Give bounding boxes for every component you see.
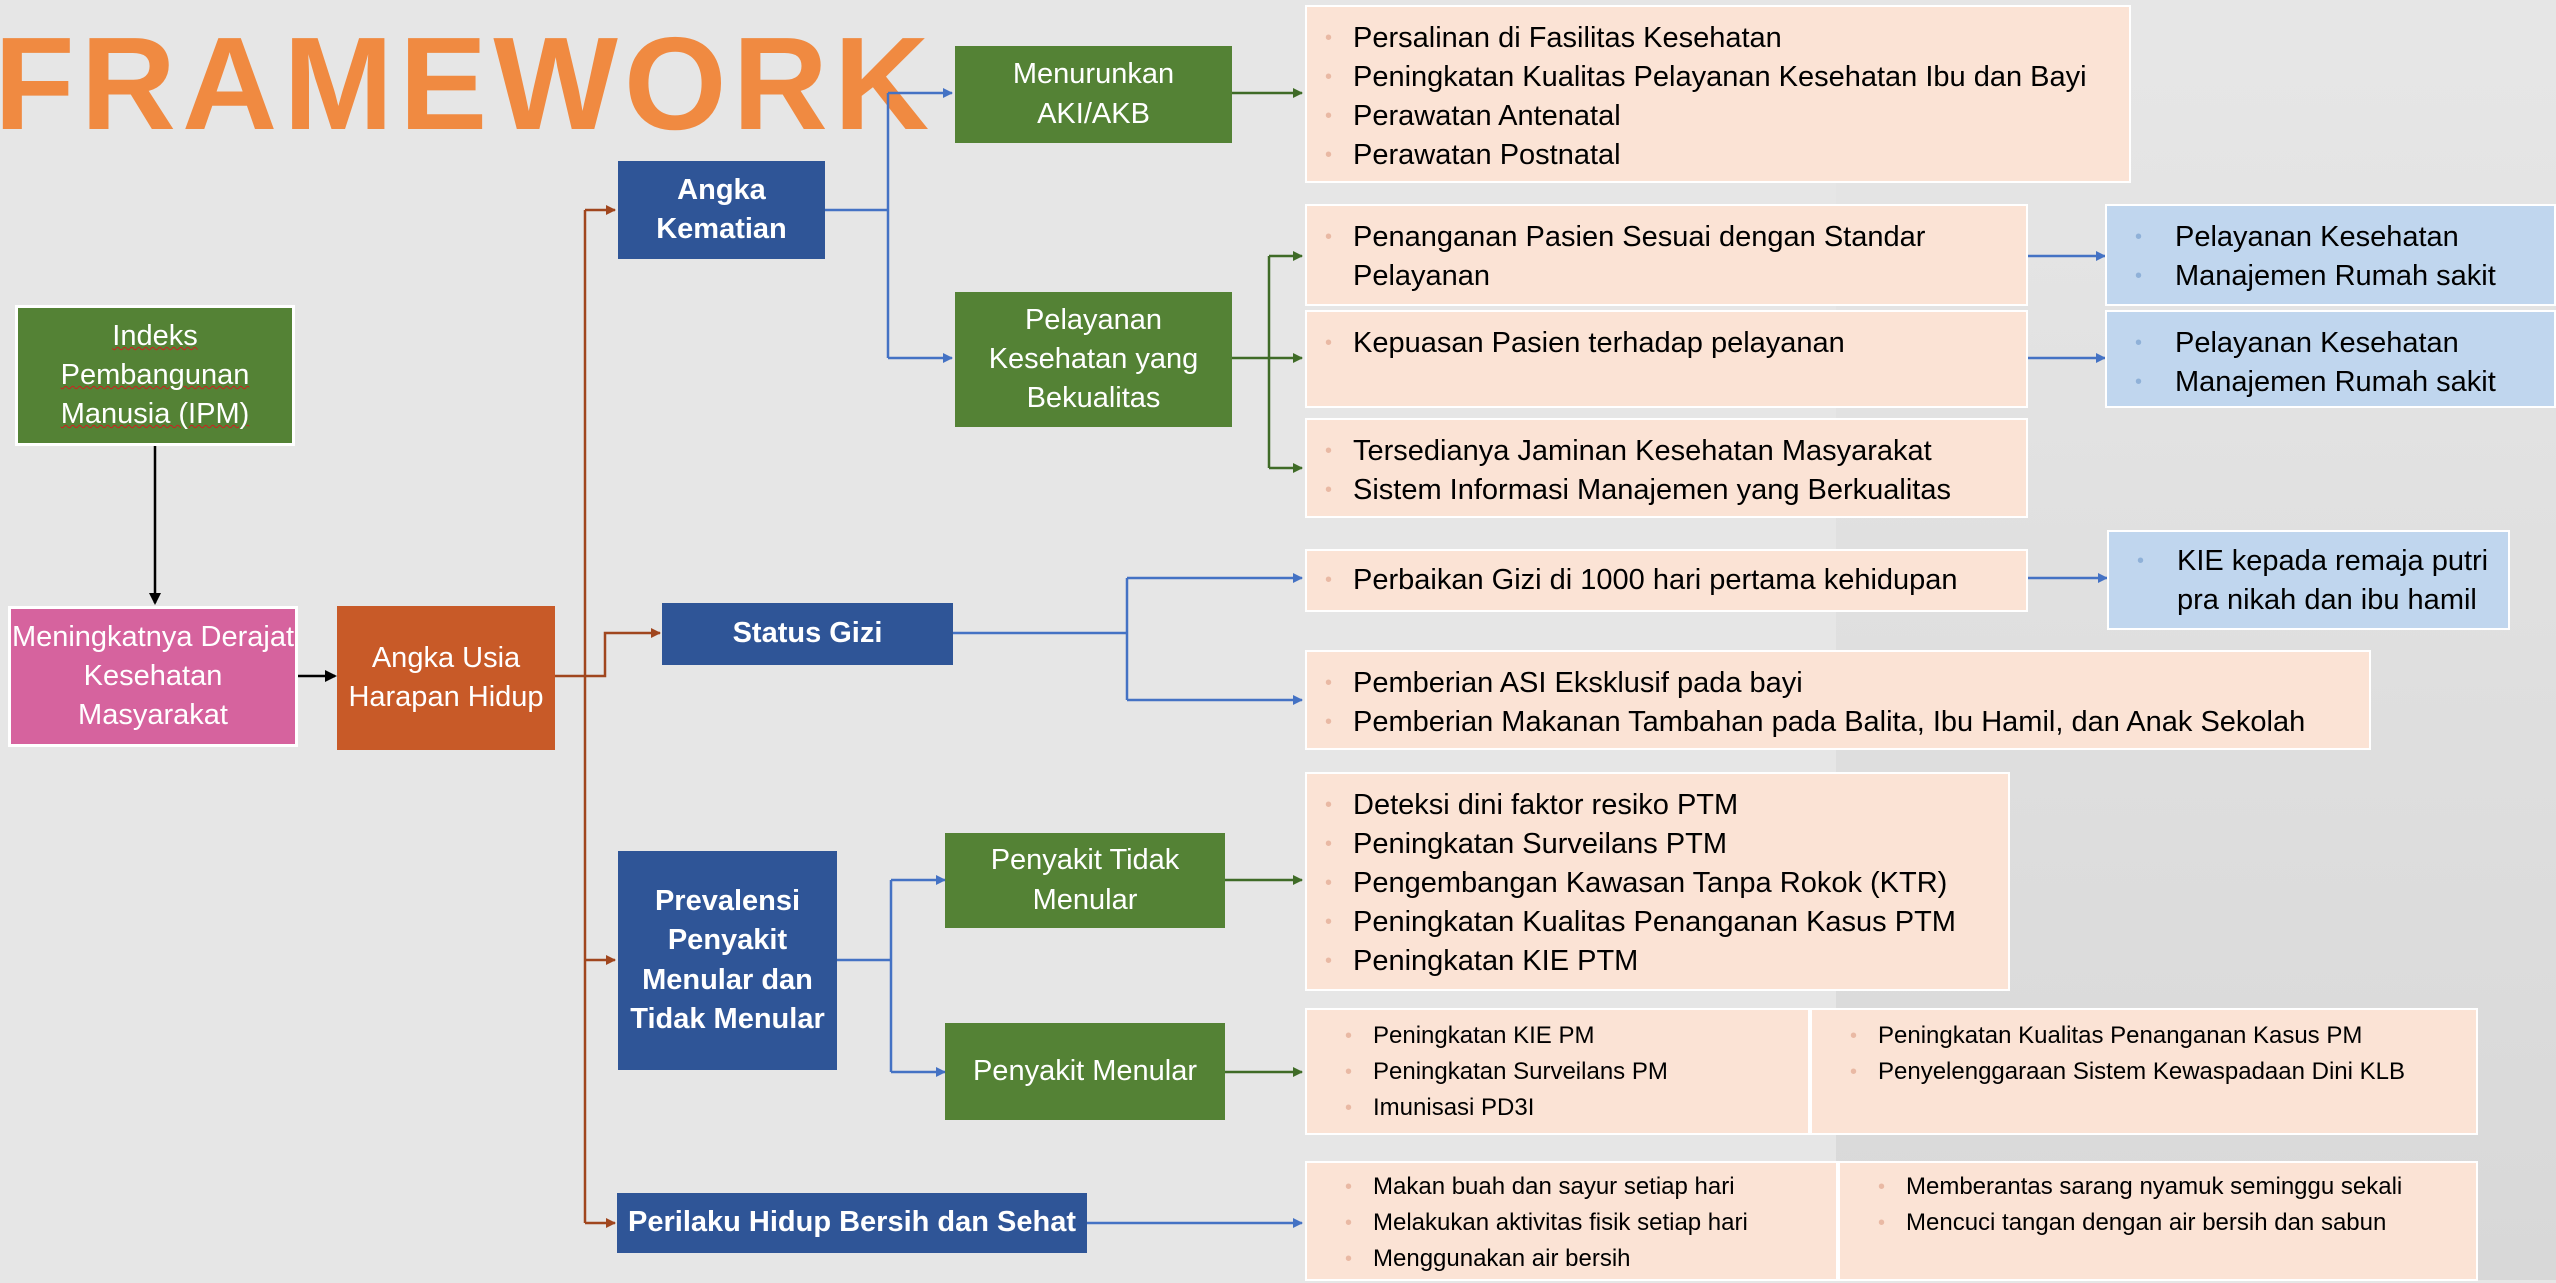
pelayanan-berkualitas-label: Pelayanan Kesehatan yang Bekualitas bbox=[988, 303, 1199, 415]
angka-kematian-label: Angka Kematian bbox=[656, 173, 787, 245]
list-item: Manajemen Rumah sakit bbox=[2135, 363, 2544, 402]
list-item: Menggunakan air bersih bbox=[1345, 1241, 1826, 1277]
status-gizi-node: Status Gizi bbox=[662, 603, 953, 665]
list-item: Persalinan di Fasilitas Kesehatan bbox=[1325, 19, 2119, 58]
ipm-label: Indeks Pembangunan Manusia (IPM) bbox=[60, 319, 250, 431]
aki-actions-list: Persalinan di Fasilitas Kesehatan Pening… bbox=[1305, 5, 2131, 183]
list-item: KIE kepada remaja putri pra nikah dan ib… bbox=[2137, 542, 2494, 620]
aki-akb-node: Menurunkan AKI/AKB bbox=[955, 46, 1232, 143]
phbs-actions-list-2: Memberantas sarang nyamuk seminggu sekal… bbox=[1838, 1161, 2478, 1281]
list-item: Peningkatan Kualitas Penanganan Kasus PT… bbox=[1325, 903, 1998, 942]
list-item: Pemberian ASI Eksklusif pada bayi bbox=[1325, 664, 2359, 703]
list-item: Pelayanan Kesehatan bbox=[2135, 218, 2544, 257]
kie-remaja-list: KIE kepada remaja putri pra nikah dan ib… bbox=[2107, 530, 2510, 630]
list-item: Peningkatan Kualitas Penanganan Kasus PM bbox=[1850, 1018, 2466, 1054]
list-item: Tersedianya Jaminan Kesehatan Masyarakat bbox=[1325, 432, 2016, 471]
list-item: Peningkatan Surveilans PTM bbox=[1325, 825, 1998, 864]
angka-kematian-node: Angka Kematian bbox=[618, 161, 825, 259]
list-item: Peningkatan KIE PTM bbox=[1325, 942, 1998, 981]
list-item: Imunisasi PD3I bbox=[1345, 1090, 1798, 1126]
list-item: Perawatan Postnatal bbox=[1325, 136, 2119, 175]
list-item: Penanganan Pasien Sesuai dengan Standar … bbox=[1325, 218, 1986, 296]
rumah-sakit-list-2: Pelayanan Kesehatan Manajemen Rumah saki… bbox=[2105, 310, 2556, 408]
list-item: Memberantas sarang nyamuk seminggu sekal… bbox=[1878, 1169, 2466, 1205]
list-item: Peningkatan Surveilans PM bbox=[1345, 1054, 1798, 1090]
aki-akb-label: Menurunkan AKI/AKB bbox=[1012, 58, 1175, 130]
page-title: FRAMEWORK bbox=[0, 10, 936, 157]
list-item: Mencuci tangan dengan air bersih dan sab… bbox=[1878, 1205, 2466, 1241]
ptm-actions-list: Deteksi dini faktor resiko PTM Peningkat… bbox=[1305, 772, 2010, 991]
penyakit-tidak-menular-node: Penyakit Tidak Menular bbox=[945, 833, 1225, 928]
list-item: Pemberian Makanan Tambahan pada Balita, … bbox=[1325, 703, 2359, 742]
phbs-label: Perilaku Hidup Bersih dan Sehat bbox=[628, 1206, 1076, 1239]
penyakit-menular-node: Penyakit Menular bbox=[945, 1023, 1225, 1120]
pm-actions-list-2: Peningkatan Kualitas Penanganan Kasus PM… bbox=[1810, 1008, 2478, 1135]
list-item: Makan buah dan sayur setiap hari bbox=[1345, 1169, 1826, 1205]
pelayanan-berkualitas-node: Pelayanan Kesehatan yang Bekualitas bbox=[955, 292, 1232, 427]
standar-pelayanan-list: Penanganan Pasien Sesuai dengan Standar … bbox=[1305, 204, 2028, 306]
penyakit-tidak-menular-label: Penyakit Tidak Menular bbox=[990, 844, 1180, 916]
prevalensi-label: Prevalensi Penyakit Menular dan Tidak Me… bbox=[630, 885, 825, 1035]
list-item: Pengembangan Kawasan Tanpa Rokok (KTR) bbox=[1325, 864, 1998, 903]
phbs-actions-list-1: Makan buah dan sayur setiap hari Melakuk… bbox=[1305, 1161, 1838, 1281]
ipm-node: Indeks Pembangunan Manusia (IPM) bbox=[15, 305, 295, 446]
list-item: Penyelenggaraan Sistem Kewaspadaan Dini … bbox=[1850, 1054, 2466, 1090]
derajat-kesehatan-node: Meningkatnya Derajat Kesehatan Masyaraka… bbox=[8, 606, 298, 747]
list-item: Kepuasan Pasien terhadap pelayanan bbox=[1325, 324, 2016, 363]
usia-harapan-hidup-label: Angka Usia Harapan Hidup bbox=[348, 641, 544, 713]
list-item: Perawatan Antenatal bbox=[1325, 97, 2119, 136]
phbs-node: Perilaku Hidup Bersih dan Sehat bbox=[617, 1193, 1087, 1253]
kepuasan-pasien-list: Kepuasan Pasien terhadap pelayanan bbox=[1305, 310, 2028, 408]
jaminan-kesehatan-list: Tersedianya Jaminan Kesehatan Masyarakat… bbox=[1305, 418, 2028, 518]
penyakit-menular-label: Penyakit Menular bbox=[972, 1054, 1198, 1087]
prevalensi-node: Prevalensi Penyakit Menular dan Tidak Me… bbox=[618, 851, 837, 1070]
usia-harapan-hidup-node: Angka Usia Harapan Hidup bbox=[337, 606, 555, 750]
pm-actions-list-1: Peningkatan KIE PM Peningkatan Surveilan… bbox=[1305, 1008, 1810, 1135]
list-item: Pelayanan Kesehatan bbox=[2135, 324, 2544, 363]
list-item: Perbaikan Gizi di 1000 hari pertama kehi… bbox=[1325, 561, 2016, 600]
list-item: Sistem Informasi Manajemen yang Berkuali… bbox=[1325, 471, 2016, 510]
list-item: Manajemen Rumah sakit bbox=[2135, 257, 2544, 296]
rumah-sakit-list-1: Pelayanan Kesehatan Manajemen Rumah saki… bbox=[2105, 204, 2556, 306]
list-item: Peningkatan KIE PM bbox=[1345, 1018, 1798, 1054]
list-item: Peningkatan Kualitas Pelayanan Kesehatan… bbox=[1325, 58, 2119, 97]
gizi-1000-hari-list: Perbaikan Gizi di 1000 hari pertama kehi… bbox=[1305, 549, 2028, 612]
status-gizi-label: Status Gizi bbox=[732, 617, 883, 650]
derajat-kesehatan-label: Meningkatnya Derajat Kesehatan Masyaraka… bbox=[11, 620, 295, 732]
list-item: Deteksi dini faktor resiko PTM bbox=[1325, 786, 1998, 825]
asi-pmt-list: Pemberian ASI Eksklusif pada bayi Pember… bbox=[1305, 650, 2371, 750]
list-item: Melakukan aktivitas fisik setiap hari bbox=[1345, 1205, 1826, 1241]
